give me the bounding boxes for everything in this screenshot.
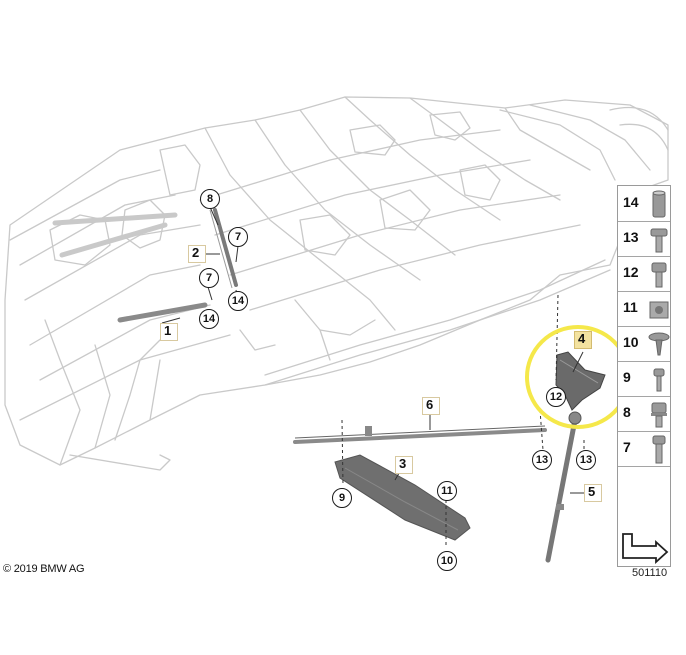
callout-14-left: 14	[199, 309, 219, 329]
part-label-3: 3	[399, 456, 407, 471]
collar-bolt-icon	[650, 228, 668, 253]
part-label-6: 6	[426, 397, 434, 412]
part-label-2: 2	[192, 245, 200, 260]
callout-9: 9	[332, 488, 352, 508]
sleeve-icon	[652, 190, 666, 218]
callout-14-right: 14	[228, 291, 248, 311]
legend-number: 7	[623, 439, 631, 455]
legend-row-arrow	[618, 466, 670, 566]
expanding-rivet-icon	[648, 332, 670, 356]
small-bolt-icon	[653, 368, 665, 392]
legend-number: 11	[623, 299, 638, 315]
callout-13-right: 13	[576, 450, 596, 470]
label-box-5	[584, 484, 602, 502]
callout-8: 8	[200, 189, 220, 209]
legend-row-10: 10	[618, 326, 670, 362]
hex-bolt-icon	[651, 262, 667, 288]
parts-legend: 14 13 12 11 10 9 8 7	[617, 185, 671, 567]
legend-number: 12	[623, 264, 639, 280]
callout-7-lower: 7	[199, 268, 219, 288]
legend-number: 8	[623, 404, 631, 420]
legend-number: 9	[623, 369, 631, 385]
legend-row-8: 8	[618, 396, 670, 432]
legend-row-9: 9	[618, 361, 670, 397]
legend-row-14: 14	[618, 186, 670, 222]
legend-number: 14	[623, 194, 639, 210]
callout-7-upper: 7	[228, 227, 248, 247]
long-bolt-icon	[652, 435, 666, 464]
label-box-1	[160, 323, 178, 341]
legend-row-13: 13	[618, 221, 670, 257]
label-box-3	[395, 456, 413, 474]
legend-number: 10	[623, 334, 639, 350]
part-label-1: 1	[164, 323, 172, 338]
legend-row-11: 11	[618, 291, 670, 327]
direction-arrow-icon	[622, 533, 669, 564]
label-box-6	[422, 397, 440, 415]
legend-row-12: 12	[618, 256, 670, 292]
label-box-4	[574, 331, 592, 349]
callout-10: 10	[437, 551, 457, 571]
legend-number: 13	[623, 229, 639, 245]
figure-id: 501110	[632, 567, 668, 579]
copyright-notice: © 2019 BMW AG	[3, 563, 85, 575]
clip-nut-icon	[649, 301, 669, 319]
callout-12: 12	[546, 387, 566, 407]
part-label-5: 5	[588, 484, 596, 499]
callout-11: 11	[437, 481, 457, 501]
label-box-2	[188, 245, 206, 263]
part-label-4: 4	[578, 331, 586, 346]
flange-bolt-icon	[651, 402, 667, 428]
legend-row-7: 7	[618, 431, 670, 467]
callout-13-left: 13	[532, 450, 552, 470]
